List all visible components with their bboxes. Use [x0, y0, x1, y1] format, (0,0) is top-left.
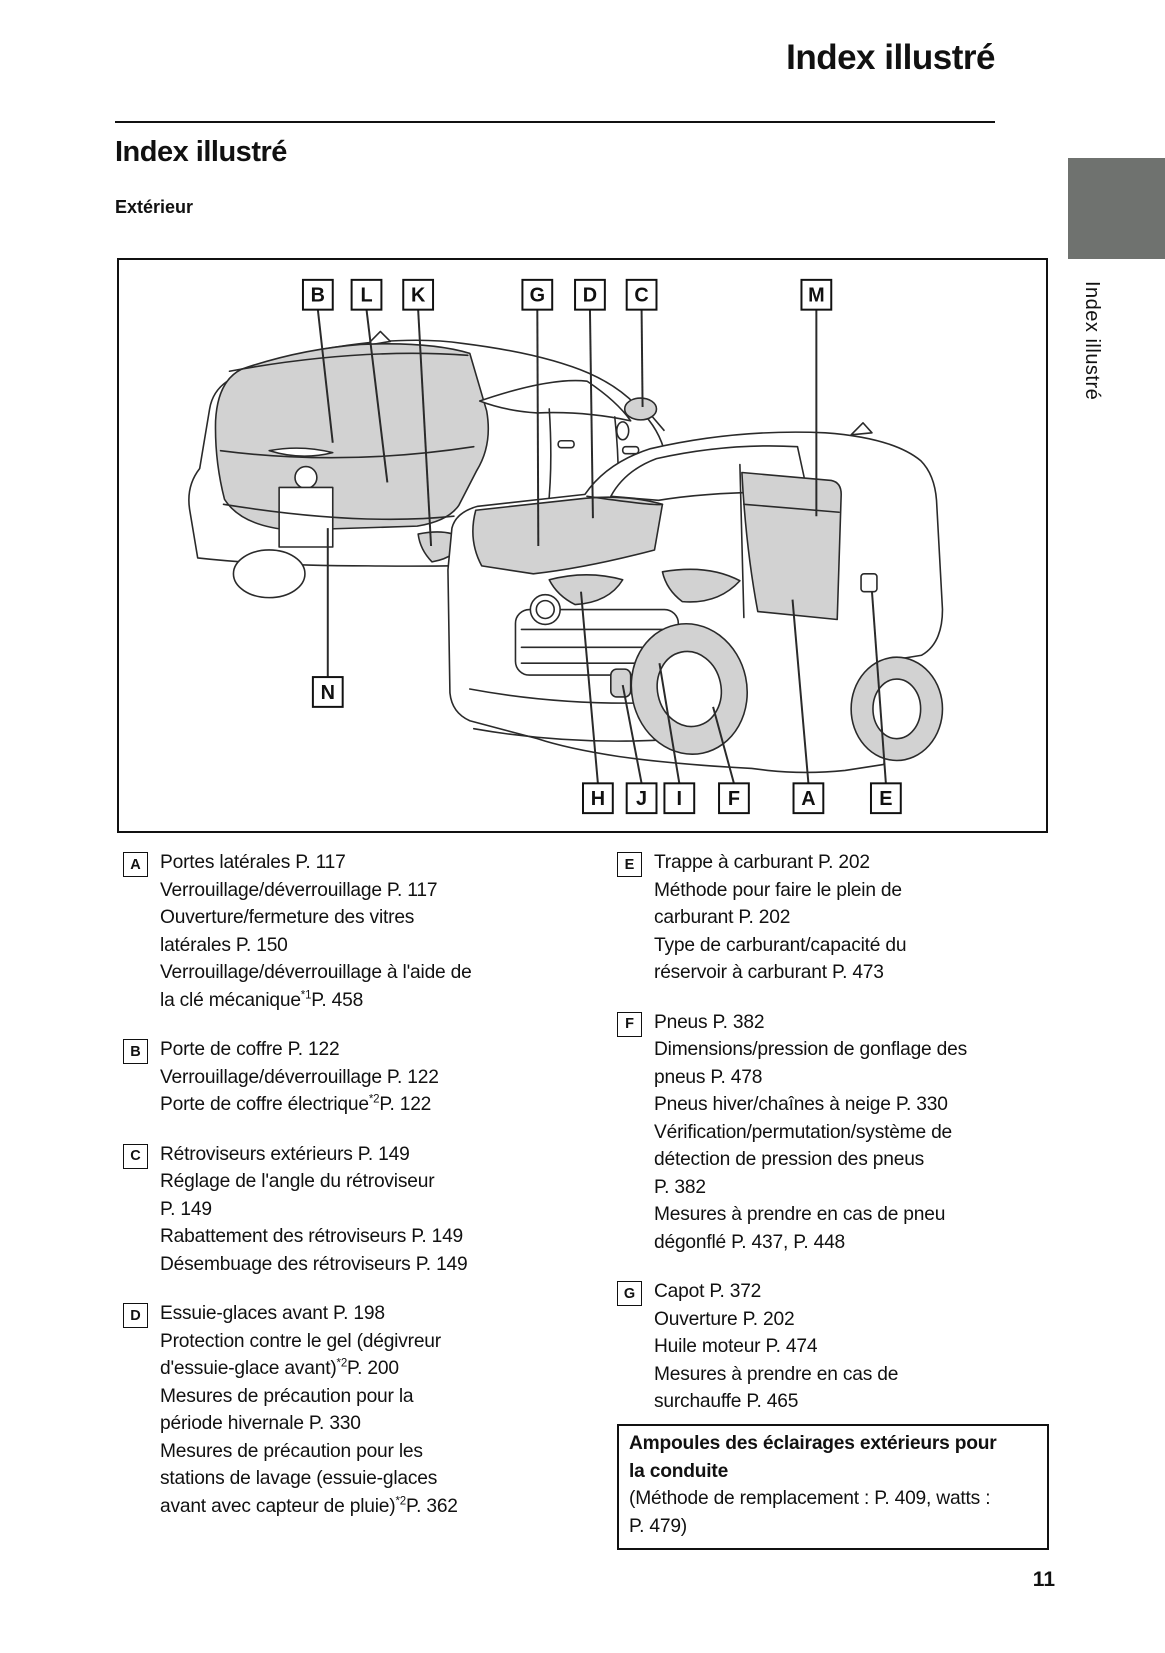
- diagram-label-C: C: [634, 285, 648, 307]
- exterior-diagram: B L K G D C M N H J I F A E: [117, 258, 1048, 833]
- headlight-right: [661, 568, 741, 603]
- diagram-label-A: A: [801, 788, 815, 810]
- index-item-F: F Pneus P. 382 Dimensions/pression de go…: [617, 1009, 1057, 1257]
- index-column-left: A Portes latérales P. 117 Verrouillage/d…: [123, 849, 611, 1542]
- headlight-left: [548, 574, 624, 606]
- fog-lamp: [610, 668, 632, 698]
- diagram-label-L: L: [360, 285, 372, 307]
- diagram-label-F: F: [728, 788, 740, 810]
- tailgate-shaded: [214, 343, 490, 531]
- index-item-E: E Trappe à carburant P. 202 Méthode pour…: [617, 849, 1057, 987]
- diagram-label-K: K: [411, 285, 426, 307]
- door-mirror: [615, 397, 666, 441]
- diagram-label-M: M: [808, 285, 825, 307]
- diagram-label-E: E: [879, 788, 892, 810]
- page-number: 11: [1032, 1568, 1055, 1591]
- bulbs-box-body: (Méthode de remplacement : P. 409, watts…: [629, 1488, 991, 1537]
- item-text-C: Rétroviseurs extérieurs P. 149 Réglage d…: [160, 1143, 468, 1275]
- item-marker-F: F: [617, 1011, 642, 1037]
- item-text-D: Essuie-glaces avant P. 198 Protection co…: [160, 1303, 458, 1517]
- section-title: Index illustré: [115, 136, 287, 168]
- item-marker-E: E: [617, 852, 642, 877]
- item-marker-G: G: [617, 1281, 642, 1306]
- index-item-D: D Essuie-glaces avant P. 198 Protection …: [123, 1300, 611, 1520]
- vehicle-illustration: B L K G D C M N H J I F A E: [188, 278, 944, 815]
- rear-wiper: [268, 447, 334, 457]
- item-text-F: Pneus P. 382 Dimensions/pression de gonf…: [654, 1011, 967, 1253]
- index-column-right: E Trappe à carburant P. 202 Méthode pour…: [617, 849, 1057, 1438]
- index-item-B: B Porte de coffre P. 122 Verrouillage/dé…: [123, 1036, 611, 1119]
- rear-emblem: [294, 465, 318, 490]
- diagram-label-H: H: [591, 788, 605, 810]
- exterior-bulbs-box: Ampoules des éclairages extérieurs pour …: [617, 1424, 1049, 1550]
- chapter-tab-marker: [1068, 158, 1165, 259]
- index-item-A: A Portes latérales P. 117 Verrouillage/d…: [123, 849, 611, 1014]
- item-marker-D: D: [123, 1303, 148, 1328]
- index-item-C: C Rétroviseurs extérieurs P. 149 Réglage…: [123, 1141, 611, 1279]
- diagram-label-letters: B L K G D C M N H J I F A E: [311, 285, 893, 810]
- item-text-B: Porte de coffre P. 122 Verrouillage/déve…: [160, 1039, 439, 1115]
- item-text-A: Portes latérales P. 117 Verrouillage/dév…: [160, 852, 472, 1011]
- item-text-G: Capot P. 372 Ouverture P. 202 Huile mote…: [654, 1281, 899, 1412]
- car-front-view: [447, 422, 944, 774]
- diagram-label-G: G: [530, 285, 545, 307]
- hood-shaded: [472, 496, 664, 575]
- side-glass: [478, 379, 632, 422]
- bulbs-box-title: Ampoules des éclairages extérieurs pour …: [629, 1433, 997, 1482]
- rear-wheel-left: [232, 549, 306, 599]
- header-rule: [115, 121, 995, 123]
- item-marker-A: A: [123, 852, 148, 877]
- diagram-label-D: D: [583, 285, 597, 307]
- subsection-title: Extérieur: [115, 197, 194, 217]
- front-door-shaded: [741, 471, 842, 621]
- fuel-door: [860, 573, 878, 593]
- index-item-G: G Capot P. 372 Ouverture P. 202 Huile mo…: [617, 1278, 1057, 1416]
- diagram-label-I: I: [677, 788, 683, 810]
- leader-lines: [316, 309, 887, 784]
- diagram-labels: [301, 278, 902, 815]
- item-marker-C: C: [123, 1143, 148, 1169]
- roof-antenna: [850, 422, 873, 436]
- diagram-label-B: B: [311, 285, 325, 307]
- item-marker-B: B: [123, 1039, 148, 1064]
- chapter-tab-label: Index illustré: [1081, 281, 1103, 401]
- diagram-label-J: J: [636, 788, 647, 810]
- page-header-title: Index illustré: [786, 38, 995, 77]
- diagram-label-N: N: [321, 682, 335, 704]
- front-wheel: [630, 622, 749, 756]
- item-text-E: Trappe à carburant P. 202 Méthode pour f…: [654, 852, 907, 983]
